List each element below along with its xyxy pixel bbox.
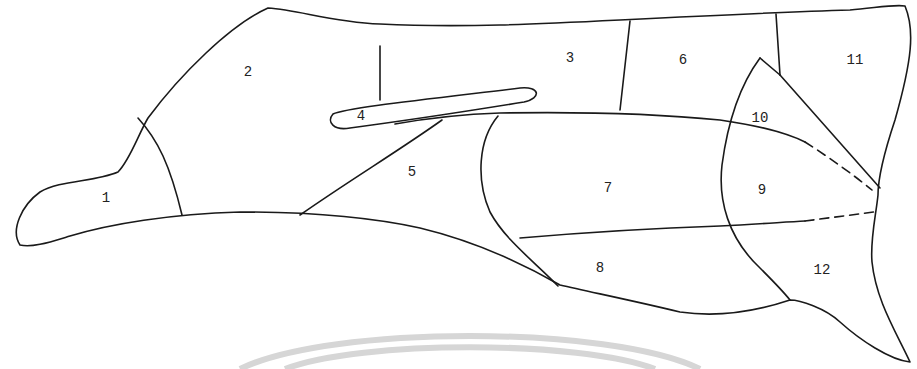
callout-number: 2 — [242, 64, 254, 80]
callout-number: 12 — [812, 262, 833, 278]
callout-number: 6 — [677, 52, 689, 68]
callout-number: 10 — [750, 110, 771, 126]
watermark-arcs — [240, 336, 700, 369]
callout-number: 3 — [564, 50, 576, 66]
callout-number: 11 — [845, 52, 866, 68]
callout-number: 1 — [100, 190, 112, 206]
callout-number: 9 — [756, 182, 768, 198]
callout-number: 7 — [602, 180, 614, 196]
callout-number: 4 — [355, 108, 367, 124]
callout-number: 5 — [406, 164, 418, 180]
callout-number: 8 — [594, 260, 606, 276]
